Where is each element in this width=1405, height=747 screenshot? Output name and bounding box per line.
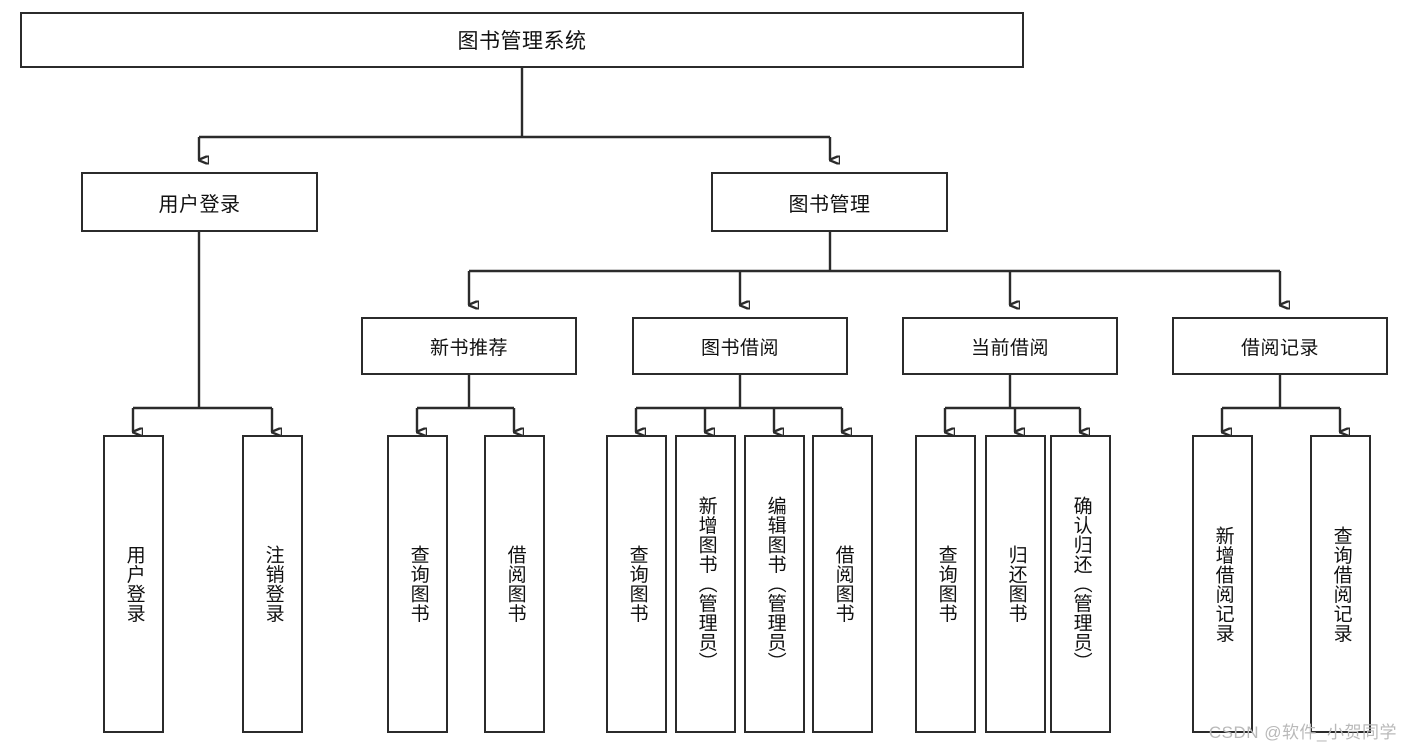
node-label: 新书推荐	[429, 337, 508, 359]
node-label: 注销登录	[262, 545, 284, 623]
leaf-record-query[interactable]: 查询借阅记录	[1310, 435, 1371, 733]
leaf-new-book-borrow[interactable]: 借阅图书	[484, 435, 545, 733]
node-label: 新增图书（管理员）	[695, 496, 717, 672]
node-label: 归还图书	[1005, 545, 1027, 623]
node-label: 图书管理系统	[457, 30, 587, 53]
leaf-current-borrow-confirm-return[interactable]: 确认归还（管理员）	[1050, 435, 1111, 733]
node-borrowing-records[interactable]: 借阅记录	[1172, 317, 1388, 375]
leaf-new-book-query[interactable]: 查询图书	[387, 435, 448, 733]
node-label: 查询图书	[407, 545, 429, 623]
node-label: 查询图书	[626, 545, 648, 623]
node-label: 查询图书	[935, 545, 957, 623]
node-label: 借阅图书	[504, 545, 526, 623]
leaf-book-borrow-query[interactable]: 查询图书	[606, 435, 667, 733]
node-user-login[interactable]: 用户登录	[81, 172, 318, 232]
node-root-library-management-system[interactable]: 图书管理系统	[20, 12, 1024, 68]
node-book-borrowing[interactable]: 图书借阅	[632, 317, 848, 375]
node-label: 当前借阅	[970, 337, 1049, 359]
leaf-user-login-login[interactable]: 用户登录	[103, 435, 164, 733]
node-label: 用户登录	[123, 545, 145, 623]
node-label: 确认归还（管理员）	[1070, 496, 1092, 672]
node-label: 借阅记录	[1240, 337, 1319, 359]
node-label: 编辑图书（管理员）	[764, 496, 786, 672]
node-current-borrowing[interactable]: 当前借阅	[902, 317, 1118, 375]
leaf-record-add[interactable]: 新增借阅记录	[1192, 435, 1253, 733]
leaf-current-borrow-return[interactable]: 归还图书	[985, 435, 1046, 733]
node-label: 图书管理	[788, 193, 871, 216]
leaf-book-borrow-edit[interactable]: 编辑图书（管理员）	[744, 435, 805, 733]
leaf-current-borrow-query[interactable]: 查询图书	[915, 435, 976, 733]
node-new-book-recommendation[interactable]: 新书推荐	[361, 317, 577, 375]
leaf-book-borrow-borrow[interactable]: 借阅图书	[812, 435, 873, 733]
node-label: 用户登录	[158, 193, 241, 216]
leaf-book-borrow-add[interactable]: 新增图书（管理员）	[675, 435, 736, 733]
csdn-watermark: CSDN @软件_小贺同学	[1208, 723, 1397, 742]
node-book-management[interactable]: 图书管理	[711, 172, 948, 232]
node-label: 图书借阅	[700, 337, 779, 359]
node-label: 新增借阅记录	[1212, 525, 1234, 643]
leaf-user-login-logout[interactable]: 注销登录	[242, 435, 303, 733]
node-label: 查询借阅记录	[1330, 525, 1352, 643]
node-label: 借阅图书	[832, 545, 854, 623]
